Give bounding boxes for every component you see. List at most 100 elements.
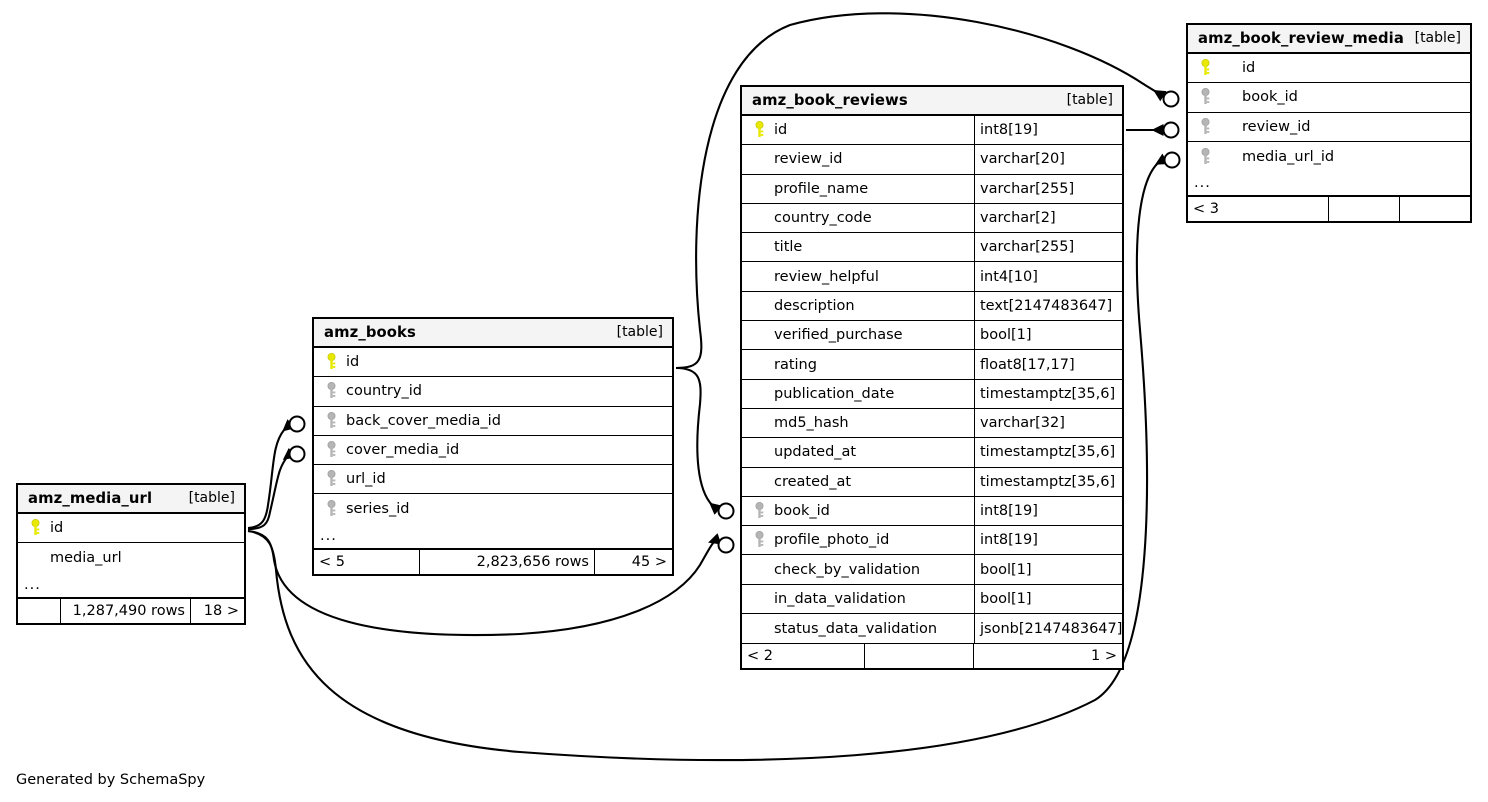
key-icon-primary	[24, 514, 46, 542]
table-type-tag: [table]	[616, 324, 663, 340]
column-name-cell: country_id	[314, 377, 672, 405]
table-row[interactable]: media_url	[18, 543, 244, 572]
column-name-cell: book_id	[1188, 83, 1470, 111]
table-amz_media_url[interactable]: amz_media_url [table] id media_url ...	[16, 483, 246, 625]
table-row[interactable]: id	[1188, 54, 1470, 84]
footer-parent-count[interactable]: < 5	[319, 553, 345, 570]
table-type-tag: [table]	[1414, 30, 1461, 46]
column-name: series_id	[346, 501, 410, 518]
table-row[interactable]: check_by_validation bool[1]	[742, 555, 1122, 585]
column-type: timestamptz[35,6]	[974, 379, 1122, 408]
table-header: amz_media_url [table]	[18, 485, 244, 514]
column-name: review_id	[1242, 118, 1311, 135]
column-name-cell: title	[742, 233, 974, 261]
column-name: url_id	[346, 471, 386, 488]
table-row[interactable]: id int8[19]	[742, 116, 1122, 146]
table-row[interactable]: review_id	[1188, 113, 1470, 142]
column-name-cell: md5_hash	[742, 409, 974, 437]
table-row[interactable]: media_url_id	[1188, 142, 1470, 171]
column-name-cell: book_id	[742, 497, 974, 525]
column-name: cover_media_id	[346, 442, 460, 459]
footer-child-count[interactable]: 45 >	[594, 549, 672, 574]
key-icon-foreign	[320, 494, 342, 523]
key-icon-foreign	[320, 407, 342, 435]
table-row[interactable]: profile_photo_id int8[19]	[742, 526, 1122, 556]
column-type: int4[10]	[974, 262, 1122, 291]
column-list: id book_id review_id	[1188, 54, 1470, 171]
column-name: review_helpful	[774, 268, 879, 285]
more-columns-indicator: ...	[314, 524, 672, 549]
column-name: description	[774, 297, 855, 314]
column-type: varchar[2]	[974, 203, 1122, 233]
column-name: in_data_validation	[774, 590, 906, 607]
table-row[interactable]: review_id varchar[20]	[742, 145, 1122, 175]
column-name: profile_name	[774, 180, 869, 197]
column-name-cell: url_id	[314, 465, 672, 493]
column-name-cell: description	[742, 292, 974, 320]
column-type: timestamptz[35,6]	[974, 467, 1122, 496]
table-row[interactable]: cover_media_id	[314, 436, 672, 466]
column-name: media_url_id	[1242, 148, 1335, 165]
footer-child-count[interactable]	[1399, 197, 1470, 222]
table-row[interactable]: updated_at timestamptz[35,6]	[742, 438, 1122, 468]
table-row[interactable]: description text[2147483647]	[742, 291, 1122, 322]
table-row[interactable]: back_cover_media_id	[314, 407, 672, 436]
table-row[interactable]: id	[18, 514, 244, 544]
table-type-tag: [table]	[188, 490, 235, 506]
footer-parent-count[interactable]: < 3	[1193, 201, 1219, 218]
table-row[interactable]: country_code varchar[2]	[742, 203, 1122, 234]
footer-row-count	[864, 644, 973, 669]
footer-parent-count[interactable]	[18, 599, 60, 623]
table-row[interactable]: country_id	[314, 377, 672, 407]
column-name-cell: media_url_id	[1188, 142, 1470, 171]
table-row[interactable]: verified_purchase bool[1]	[742, 321, 1122, 351]
edge-endpoint-circle	[1163, 151, 1181, 169]
footer-parent-count[interactable]: < 2	[747, 648, 773, 665]
footer-child-count[interactable]: 1 >	[973, 644, 1122, 669]
table-row[interactable]: publication_date timestamptz[35,6]	[742, 379, 1122, 409]
column-name: country_code	[774, 210, 872, 227]
column-name: publication_date	[774, 385, 895, 402]
column-type: float8[17,17]	[974, 350, 1122, 379]
table-amz_book_reviews[interactable]: amz_book_reviews [table] id int8[19] rev…	[740, 85, 1124, 671]
table-row[interactable]: profile_name varchar[255]	[742, 174, 1122, 204]
table-row[interactable]: review_helpful int4[10]	[742, 262, 1122, 292]
column-name-cell: updated_at	[742, 438, 974, 466]
table-row[interactable]: rating float8[17,17]	[742, 350, 1122, 380]
table-row[interactable]: md5_hash varchar[32]	[742, 408, 1122, 439]
edge-amz_books-id-to-amz_book_reviews-book_id	[675, 366, 723, 515]
table-row[interactable]: title varchar[255]	[742, 233, 1122, 263]
table-row[interactable]: series_id	[314, 494, 672, 523]
footer-child-count[interactable]: 18 >	[190, 598, 244, 623]
key-icon-foreign	[748, 526, 770, 554]
column-name-cell: rating	[742, 350, 974, 378]
table-row[interactable]: in_data_validation bool[1]	[742, 584, 1122, 615]
column-type: varchar[20]	[974, 145, 1122, 174]
table-row[interactable]: status_data_validation jsonb[2147483647]	[742, 614, 1122, 644]
table-row[interactable]: id	[314, 348, 672, 378]
table-row[interactable]: book_id int8[19]	[742, 496, 1122, 527]
column-type: bool[1]	[974, 555, 1122, 584]
column-name-cell: created_at	[742, 468, 974, 496]
table-amz_books[interactable]: amz_books [table] id country_id	[312, 317, 674, 576]
edge-amz_media_url-id-to-amz_books-cover_media_id	[247, 447, 296, 531]
column-name: created_at	[774, 473, 852, 490]
key-icon-foreign	[1194, 113, 1216, 141]
table-footer: 1,287,490 rows 18 >	[18, 597, 244, 623]
table-footer: < 5 2,823,656 rows 45 >	[314, 548, 672, 574]
column-name-cell: review_id	[1188, 113, 1470, 141]
column-name-cell: review_id	[742, 145, 974, 173]
table-row[interactable]: url_id	[314, 465, 672, 495]
table-type-tag: [table]	[1066, 92, 1113, 108]
column-name-cell: status_data_validation	[742, 614, 974, 643]
table-row[interactable]: created_at timestamptz[35,6]	[742, 467, 1122, 497]
column-type: int8[19]	[974, 116, 1122, 145]
table-header: amz_book_reviews [table]	[742, 87, 1122, 116]
table-row[interactable]: book_id	[1188, 83, 1470, 113]
table-header: amz_book_review_media [table]	[1188, 25, 1470, 54]
table-header: amz_books [table]	[314, 319, 672, 348]
table-amz_book_review_media[interactable]: amz_book_review_media [table] id book_id	[1186, 23, 1472, 224]
column-name: updated_at	[774, 444, 857, 461]
more-columns-indicator: ...	[1188, 171, 1470, 197]
